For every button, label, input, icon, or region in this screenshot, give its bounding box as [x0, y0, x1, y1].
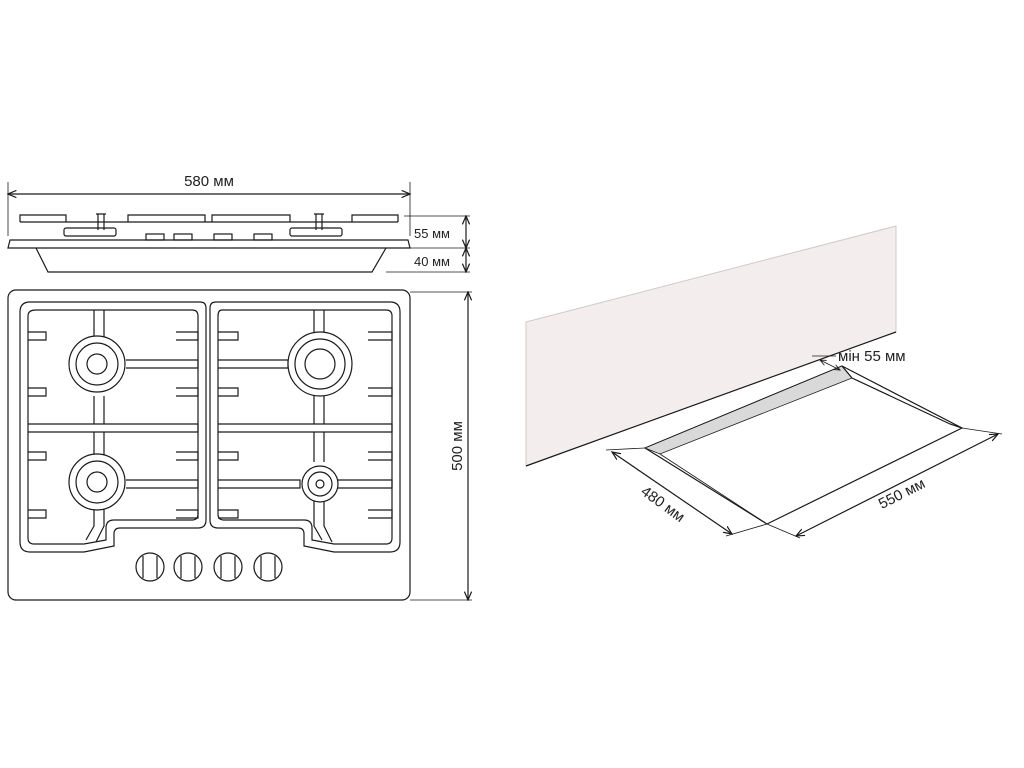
knob-1 — [135, 552, 165, 582]
knob-2 — [173, 552, 203, 582]
grate-height-label: 55 мм — [414, 226, 450, 241]
top-plate-profile — [7, 239, 411, 249]
width-label: 580 мм — [184, 173, 234, 190]
top-view — [7, 289, 472, 601]
burner-rear-right — [287, 331, 353, 397]
min-wall-gap-label: мін 55 мм — [838, 348, 906, 365]
cutout-view — [525, 225, 1003, 539]
depth-label: 500 мм — [449, 421, 466, 471]
body-profile — [35, 247, 387, 273]
burner-rear-left — [68, 335, 126, 393]
cutout-width-dimension-line — [796, 434, 998, 536]
cutout-width-label: 550 мм — [876, 475, 928, 513]
burner-front-left — [68, 453, 126, 511]
knob-4 — [253, 552, 283, 582]
cutout-depth-dimension-line — [612, 452, 732, 534]
right-grate — [209, 301, 401, 553]
hob-outline — [7, 289, 411, 601]
control-knobs — [135, 552, 283, 582]
burner-front-right — [301, 465, 339, 503]
body-height-label: 40 мм — [414, 254, 450, 269]
cutout-depth-label: 480 мм — [637, 483, 687, 526]
front-view — [8, 182, 470, 272]
knob-3 — [213, 552, 243, 582]
left-grate — [19, 301, 207, 553]
